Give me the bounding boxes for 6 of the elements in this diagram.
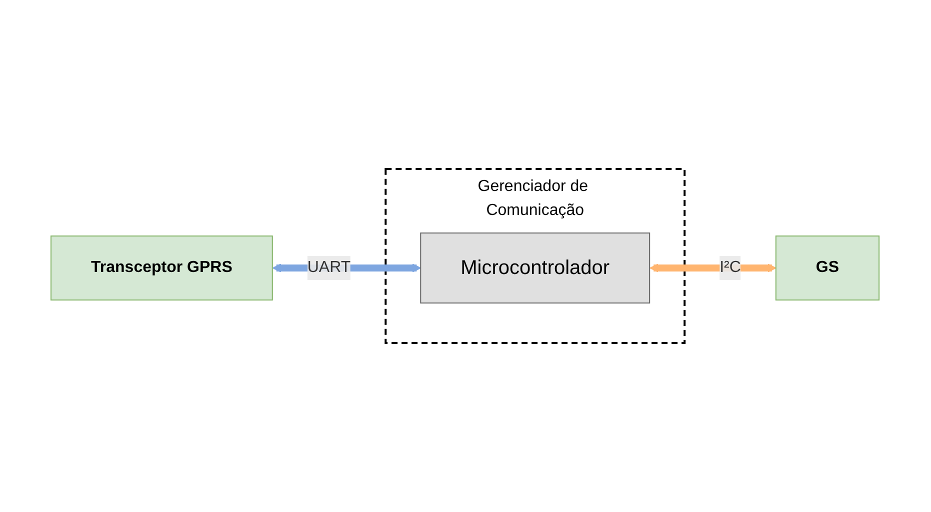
arrow (650, 264, 777, 272)
node-box: Microcontrolador (420, 232, 651, 304)
edge-label: UART (308, 259, 352, 276)
node-box: Transceptor GPRS (50, 236, 274, 300)
node-box: GS (776, 236, 880, 300)
edge-label: I²C (720, 259, 742, 276)
